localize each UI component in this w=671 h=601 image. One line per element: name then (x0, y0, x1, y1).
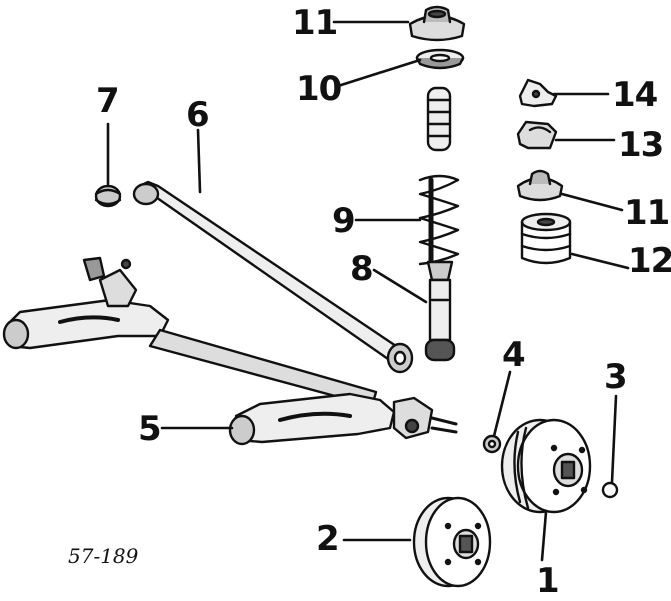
backing-plate (412, 496, 492, 588)
label-11-right: 11 (624, 193, 670, 233)
brake-drum (500, 418, 592, 514)
label-3: 3 (604, 357, 628, 397)
leader-lines (106, 20, 630, 562)
label-11-top: 11 (292, 3, 338, 43)
label-8: 8 (350, 249, 374, 289)
label-14: 14 (612, 75, 658, 115)
figure-reference: 57-189 (68, 544, 139, 568)
leader-10 (336, 58, 422, 88)
leader-4 (492, 370, 512, 438)
shock-absorber (424, 260, 456, 362)
coil-spring (418, 174, 460, 266)
leader-11-right (560, 192, 624, 212)
leader-3 (610, 394, 618, 484)
leader-1 (540, 510, 548, 562)
trailing-arm-lower (148, 328, 458, 446)
label-6: 6 (186, 95, 210, 135)
trailing-arm-upper (2, 256, 170, 350)
label-4: 4 (502, 335, 526, 375)
washer-3 (601, 481, 619, 499)
upper-mount-top (408, 5, 466, 42)
label-12: 12 (628, 241, 671, 281)
label-9: 9 (332, 201, 356, 241)
label-10: 10 (296, 69, 342, 109)
bushing-12 (520, 212, 572, 265)
bracket-14 (518, 78, 558, 108)
spring-seat (415, 48, 465, 70)
label-1: 1 (536, 561, 560, 601)
leader-6 (196, 128, 202, 194)
label-5: 5 (138, 409, 162, 449)
leader-12 (570, 252, 630, 270)
bushing-7 (94, 184, 122, 208)
bracket-13 (516, 120, 558, 150)
bump-stop (426, 86, 452, 152)
upper-mount-right (516, 169, 564, 202)
leader-8 (372, 268, 428, 304)
lateral-rod (132, 180, 414, 374)
washer-4 (482, 434, 502, 454)
label-2: 2 (316, 519, 340, 559)
label-7: 7 (96, 81, 120, 121)
label-13: 13 (618, 125, 664, 165)
